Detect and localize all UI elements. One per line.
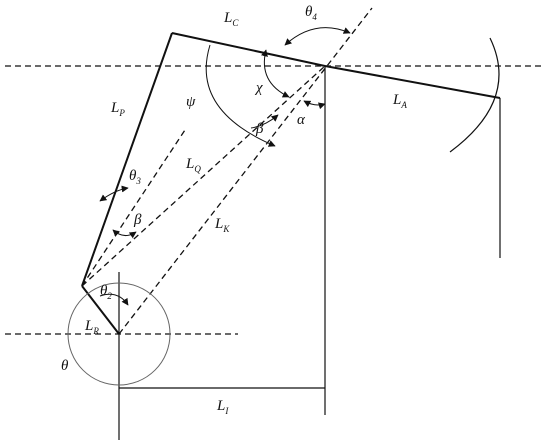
label-chi: χ [254,80,263,96]
chi-arc [261,49,290,98]
label-theta: θ [61,358,69,374]
label-lc: LC [223,10,239,28]
theta3-reference-line [81,129,186,287]
lk-dashed-line [118,7,373,335]
psi-arc [205,44,276,147]
label-beta-top: β [255,121,264,137]
label-lr: LR [84,318,99,336]
label-lq: LQ [185,156,201,174]
theta4-arc [284,27,351,46]
theta2-arc [99,293,129,306]
curved-surface [449,37,500,153]
link-lp [81,32,173,287]
label-li: LI [216,398,229,416]
label-lk: LK [214,216,230,234]
link-la [324,65,501,99]
alpha-arc [303,100,326,110]
link-lc [171,32,326,67]
beta-left-arc [112,229,137,239]
label-la: LA [392,92,407,110]
label-theta4: θ4 [305,4,317,22]
theta3-arc [99,185,129,202]
label-beta-left: β [133,212,142,228]
label-theta3: θ3 [129,168,141,186]
label-theta2: θ2 [100,283,112,301]
lq-dashed-line [81,65,326,287]
label-psi: ψ [186,94,196,110]
beta-top-arc [250,114,279,129]
rotation-circle [67,282,171,386]
label-lp: LP [110,100,125,118]
link-lr [81,285,120,335]
label-alpha: α [297,112,306,128]
